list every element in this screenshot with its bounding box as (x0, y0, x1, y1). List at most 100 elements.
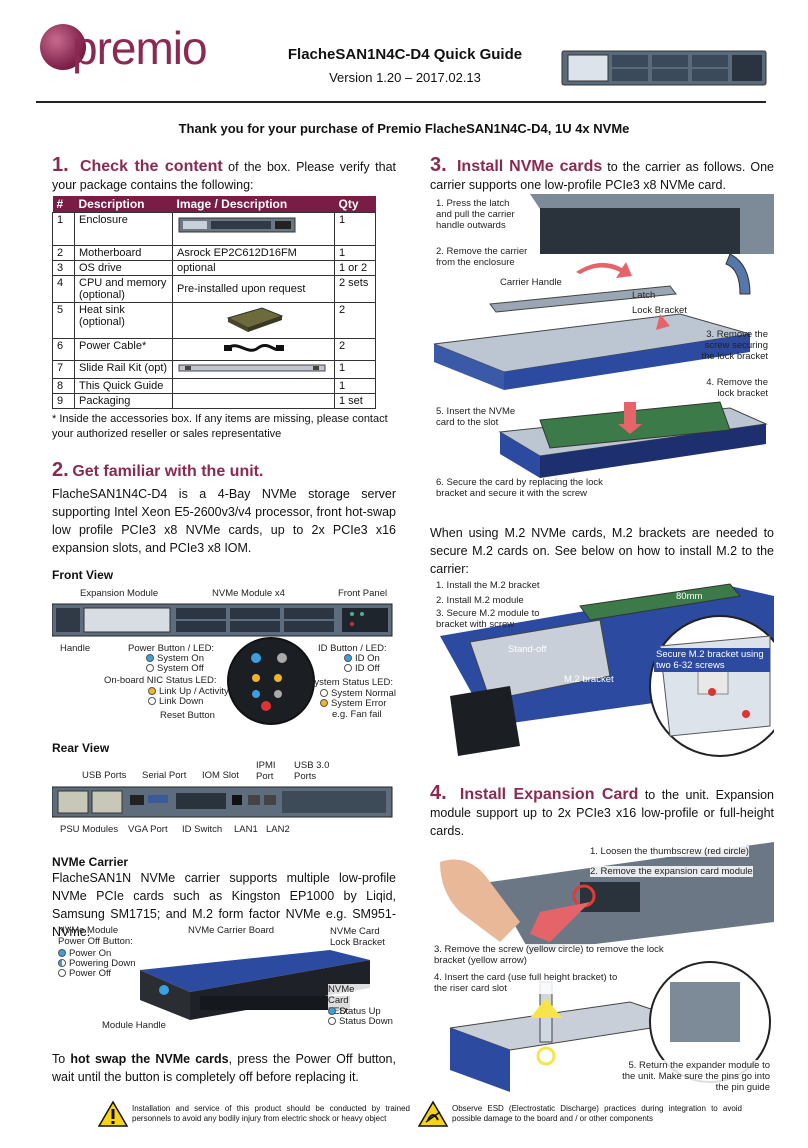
row-image-cell (172, 338, 335, 361)
section3-heading: 3. Install NVMe cards to the carrier as … (430, 155, 774, 194)
row-qty: 1 (334, 378, 376, 394)
table-row: 2 Motherboard Asrock EP2C612D16FM 1 (52, 245, 376, 261)
section3-intro: to the carrier as follows. One carrier s… (430, 160, 774, 192)
section1-title: Check the content (79, 158, 223, 175)
amber-led-icon (148, 687, 156, 695)
m2-intro: When using M.2 NVMe cards, M.2 brackets … (430, 526, 774, 576)
table-row: 1 Enclosure 1 (52, 212, 376, 246)
legend-link-down: Link Down (148, 696, 203, 707)
power-cable-image (223, 343, 284, 352)
off-led-icon (320, 689, 328, 697)
m2-step3: 3. Secure M.2 module to bracket with scr… (436, 608, 540, 630)
blue-led-icon (58, 949, 66, 957)
amber-led-icon (320, 699, 328, 707)
document-title: FlacheSAN1N4C-D4 Quick Guide (287, 46, 523, 63)
row-num: 6 (52, 338, 75, 361)
row-qty: 1 or 2 (334, 260, 376, 276)
section4-intro: to the unit. Expansion module support up… (430, 788, 774, 838)
blue-led-icon (344, 654, 352, 662)
step3-3: 3. Remove the screw securing the lock br… (701, 329, 768, 362)
table-row: 6 Power Cable* 2 (52, 338, 376, 361)
front-view-heading: Front View (52, 568, 114, 582)
row-desc: Packaging (74, 393, 173, 409)
row-desc: OS drive (74, 260, 173, 276)
table-row: 5 Heat sink (optional) 2 (52, 302, 376, 339)
label-id-switch: ID Switch (182, 824, 223, 835)
legend-system-normal: System Normal (320, 688, 396, 699)
row-desc: This Quick Guide (74, 378, 173, 394)
legend-status-up: Status Up (328, 1006, 381, 1017)
table-row: 7 Slide Rail Kit (opt) 1 (52, 360, 376, 379)
off-led-icon (344, 664, 352, 672)
row-num: 1 (52, 212, 75, 246)
step3-2: 2. Remove the carrier from the enclosure (436, 246, 528, 268)
legend-power-off: Power Off (58, 968, 111, 979)
off-led-icon (146, 664, 154, 672)
label-m2-bracket: M.2 bracket (564, 674, 614, 685)
m2-step1: 1. Install the M.2 bracket (436, 580, 540, 591)
label-front-panel: Front Panel (338, 588, 388, 599)
m2-step2: 2. Install M.2 module (436, 595, 524, 606)
legend-powering-down: Powering Down (58, 958, 136, 969)
row-desc: CPU and memory (optional) (74, 275, 173, 303)
accessories-note: * Inside the accessories box. If any ite… (52, 413, 388, 440)
blue-led-icon (328, 1007, 336, 1015)
label-usb3-ports: USB 3.0 Ports (294, 760, 330, 782)
slide-rail-image (178, 364, 326, 372)
label-ipmi-port: IPMI Port (256, 760, 276, 782)
label-m2-110: M.2 110mm (596, 580, 627, 602)
table-row: 3 OS drive optional 1 or 2 (52, 260, 376, 276)
row-image-cell (172, 360, 335, 379)
table-header-qty: Qty (334, 196, 376, 213)
table-header-description: Description (74, 196, 173, 213)
row-num: 7 (52, 360, 75, 379)
row-num: 3 (52, 260, 75, 276)
step4-3: 3. Remove the screw (yellow circle) to r… (434, 944, 674, 966)
legend-id-off: ID Off (344, 663, 380, 674)
row-qty: 1 (334, 245, 376, 261)
hot-swap-paragraph: To hot swap the NVMe cards, press the Po… (52, 1052, 396, 1084)
row-num: 9 (52, 393, 75, 409)
logo-text: premio (72, 22, 208, 74)
label-lan1: LAN1 (234, 824, 258, 835)
document-version: Version 1.20 – 2017.02.13 (329, 70, 481, 85)
section4-title: Install Expansion Card (459, 786, 639, 803)
row-qty: 1 (334, 212, 376, 246)
section2-number: 2. (52, 459, 69, 481)
table-header-row: # Description Image / Description Qty (52, 196, 376, 213)
rear-view-heading: Rear View (52, 741, 110, 755)
row-image-text (172, 378, 335, 394)
logo-ball-icon (40, 24, 86, 70)
table-header-image: Image / Description (172, 196, 335, 213)
label-vga-port: VGA Port (128, 824, 168, 835)
nvme-carrier-body: FlacheSAN1N NVMe carrier supports multip… (52, 871, 396, 939)
legend-id-on: ID On (344, 653, 380, 664)
footer-safety-note: Installation and service of this product… (132, 1104, 410, 1123)
section3-title: Install NVMe cards (456, 158, 603, 175)
label-nic-led: On-board NIC Status LED: (104, 675, 217, 686)
label-standoff: Stand-off (508, 644, 547, 655)
row-image-cell (172, 302, 335, 339)
row-image-cell (172, 212, 335, 246)
label-lan2: LAN2 (266, 824, 290, 835)
section2-heading: 2. Get familiar with the unit. (52, 459, 263, 481)
label-reset-button: Reset Button (160, 710, 215, 721)
legend-link-up: Link Up / Activity (148, 686, 229, 697)
row-desc: Enclosure (74, 212, 173, 246)
section1-heading: 1. Check the content of the box. Please … (52, 155, 396, 194)
label-fan-fail: e.g. Fan fail (332, 709, 382, 720)
row-num: 4 (52, 275, 75, 303)
legend-system-off: System Off (146, 663, 204, 674)
step4-4: 4. Insert the card (use full height brac… (434, 972, 630, 994)
row-num: 5 (52, 302, 75, 339)
label-usb-ports: USB Ports (82, 770, 127, 781)
section1-intro: of the box. Please verify that your pack… (52, 160, 396, 192)
step4-2: 2. Remove the expansion card module (590, 866, 753, 877)
step4-1: 1. Loosen the thumbscrew (red circle) (590, 846, 749, 857)
label-secure-bracket: Secure M.2 bracket using two 6-32 screws (654, 648, 770, 672)
legend-status-down: Status Down (328, 1016, 393, 1027)
front-view-image (52, 603, 393, 637)
row-num: 2 (52, 245, 75, 261)
row-image-text: Asrock EP2C612D16FM (172, 245, 335, 261)
row-desc: Heat sink (optional) (74, 302, 173, 339)
